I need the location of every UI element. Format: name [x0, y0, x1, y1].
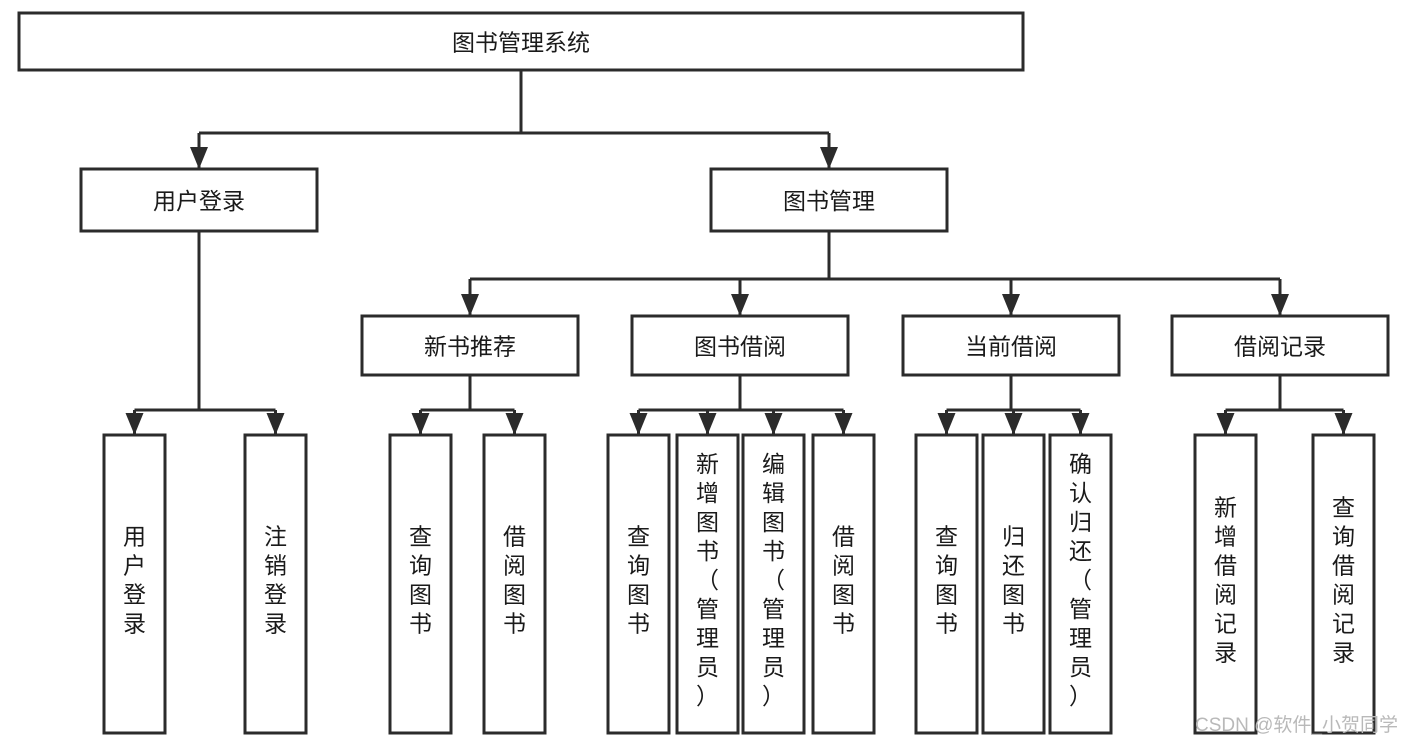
borrow-record-arrow-1	[1334, 413, 1353, 435]
node-leaf-query-book-1[interactable]: 查询图书	[388, 433, 453, 735]
node-layer: 图书管理系统用户登录用户登录注销登录图书管理新书推荐查询图书借阅图书图书借阅查询…	[17, 11, 1390, 735]
node-box-leaf-query-book-1[interactable]	[388, 433, 453, 735]
node-box-leaf-user-logout[interactable]	[243, 433, 308, 735]
book-manage-arrow-0	[461, 294, 479, 316]
node-leaf-borrow-book-1[interactable]: 借阅图书	[482, 433, 547, 735]
node-label-leaf-user-login: 用户登录	[123, 524, 146, 637]
node-new-book-recommend[interactable]: 新书推荐	[360, 314, 580, 377]
node-box-leaf-query-book-2[interactable]	[606, 433, 671, 735]
node-box-leaf-query-book-3[interactable]	[914, 433, 979, 735]
connector-layer	[125, 70, 1353, 435]
node-label-leaf-confirm-return-admin: 确认归还（管理员）	[1069, 451, 1092, 709]
node-box-current-borrow[interactable]	[901, 314, 1121, 377]
node-box-leaf-add-borrow-record[interactable]	[1193, 433, 1258, 735]
node-box-leaf-borrow-book-1[interactable]	[482, 433, 547, 735]
node-label-current-borrow: 当前借阅	[965, 334, 1057, 360]
node-box-leaf-add-book-admin[interactable]	[675, 433, 740, 735]
node-label-leaf-query-book-1: 查询图书	[409, 524, 432, 637]
node-label-book-manage: 图书管理	[783, 188, 875, 214]
node-book-borrow[interactable]: 图书借阅	[630, 314, 850, 377]
node-label-leaf-query-book-2: 查询图书	[627, 524, 650, 637]
node-box-leaf-borrow-book-2[interactable]	[811, 433, 876, 735]
book-borrow-arrow-1	[698, 413, 717, 435]
node-label-leaf-borrow-book-2: 借阅图书	[832, 524, 855, 637]
node-box-leaf-edit-book-admin[interactable]	[741, 433, 806, 735]
book-borrow-arrow-2	[764, 413, 783, 435]
node-label-leaf-borrow-book-1: 借阅图书	[503, 524, 526, 637]
node-label-leaf-add-borrow-record: 新增借阅记录	[1214, 495, 1237, 666]
node-label-leaf-add-book-admin: 新增图书（管理员）	[696, 451, 719, 709]
user-login-arrow-1	[266, 413, 285, 435]
node-label-leaf-user-logout: 注销登录	[264, 524, 287, 637]
current-borrow-arrow-2	[1071, 413, 1090, 435]
node-leaf-user-login[interactable]: 用户登录	[102, 433, 167, 735]
book-manage-arrow-3	[1271, 294, 1289, 316]
node-root[interactable]: 图书管理系统	[17, 11, 1025, 72]
node-box-book-manage[interactable]	[709, 167, 949, 233]
node-box-leaf-user-login[interactable]	[102, 433, 167, 735]
book-manage-arrow-2	[1002, 294, 1020, 316]
node-current-borrow[interactable]: 当前借阅	[901, 314, 1121, 377]
node-label-book-borrow: 图书借阅	[694, 334, 786, 360]
node-leaf-query-borrow-record[interactable]: 查询借阅记录	[1311, 433, 1376, 735]
node-user-login[interactable]: 用户登录	[79, 167, 319, 233]
root-arrow-0	[190, 147, 208, 169]
new-book-recommend-arrow-1	[505, 413, 524, 435]
node-box-borrow-record[interactable]	[1170, 314, 1390, 377]
node-leaf-user-logout[interactable]: 注销登录	[243, 433, 308, 735]
node-box-user-login[interactable]	[79, 167, 319, 233]
node-leaf-query-book-3[interactable]: 查询图书	[914, 433, 979, 735]
user-login-arrow-0	[125, 413, 144, 435]
new-book-recommend-arrow-0	[411, 413, 430, 435]
root-arrow-1	[820, 147, 838, 169]
node-label-leaf-query-borrow-record: 查询借阅记录	[1332, 495, 1355, 666]
current-borrow-arrow-1	[1004, 413, 1023, 435]
node-label-new-book-recommend: 新书推荐	[424, 334, 516, 360]
node-box-leaf-confirm-return-admin[interactable]	[1048, 433, 1113, 735]
node-book-manage[interactable]: 图书管理	[709, 167, 949, 233]
node-label-borrow-record: 借阅记录	[1234, 334, 1326, 360]
book-borrow-arrow-0	[629, 413, 648, 435]
node-leaf-edit-book-admin[interactable]: 编辑图书（管理员）	[741, 433, 806, 735]
node-box-new-book-recommend[interactable]	[360, 314, 580, 377]
node-label-user-login: 用户登录	[153, 188, 245, 214]
node-label-leaf-edit-book-admin: 编辑图书（管理员）	[762, 451, 785, 709]
csdn-watermark: CSDN @软件_小贺同学	[1195, 714, 1398, 736]
node-box-book-borrow[interactable]	[630, 314, 850, 377]
node-label-root: 图书管理系统	[452, 30, 590, 56]
node-leaf-add-book-admin[interactable]: 新增图书（管理员）	[675, 433, 740, 735]
node-label-leaf-return-book: 归还图书	[1002, 524, 1025, 637]
node-label-leaf-query-book-3: 查询图书	[935, 524, 958, 637]
book-manage-arrow-1	[731, 294, 749, 316]
borrow-record-arrow-0	[1216, 413, 1235, 435]
node-leaf-confirm-return-admin[interactable]: 确认归还（管理员）	[1048, 433, 1113, 735]
node-leaf-query-book-2[interactable]: 查询图书	[606, 433, 671, 735]
node-leaf-add-borrow-record[interactable]: 新增借阅记录	[1193, 433, 1258, 735]
node-leaf-borrow-book-2[interactable]: 借阅图书	[811, 433, 876, 735]
current-borrow-arrow-0	[937, 413, 956, 435]
node-leaf-return-book[interactable]: 归还图书	[981, 433, 1046, 735]
node-borrow-record[interactable]: 借阅记录	[1170, 314, 1390, 377]
node-box-leaf-query-borrow-record[interactable]	[1311, 433, 1376, 735]
node-box-root[interactable]	[17, 11, 1025, 72]
node-box-leaf-return-book[interactable]	[981, 433, 1046, 735]
book-borrow-arrow-3	[834, 413, 853, 435]
